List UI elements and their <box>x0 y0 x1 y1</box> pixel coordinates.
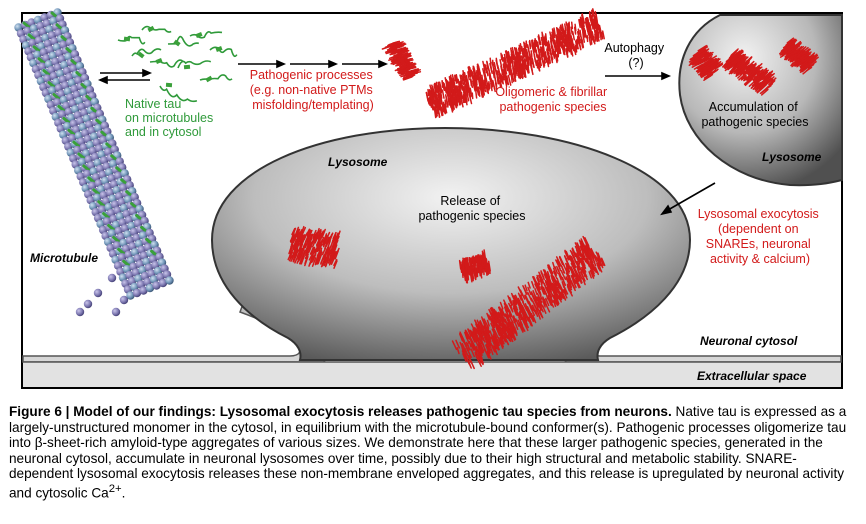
tau-aggregate <box>688 44 724 81</box>
tau-aggregate <box>779 37 819 75</box>
microtubule <box>14 8 174 300</box>
tau-aggregate <box>722 48 777 96</box>
lysosome-large-label: Lysosome <box>328 155 388 169</box>
tau-aggregate <box>381 40 422 81</box>
lysosome-large <box>210 126 692 361</box>
extracellular-space-label: Extracellular space <box>697 369 807 383</box>
tau-monomer <box>177 60 212 69</box>
exocytosis-arrow <box>667 182 716 211</box>
tau-domain <box>183 64 191 70</box>
figure-diagram: Native tau on microtubules and in cytoso… <box>14 8 843 389</box>
arrowhead <box>661 71 672 81</box>
tau-domain <box>123 36 131 42</box>
tubulin-bead <box>158 278 168 288</box>
tau-aggregate <box>451 235 606 370</box>
tau-domain <box>205 75 213 83</box>
tau-domain <box>215 46 223 52</box>
tau-monomer <box>209 46 238 58</box>
oligomeric-label: Oligomeric & fibrillar pathogenic specie… <box>495 85 610 114</box>
arrowhead <box>276 59 287 69</box>
tau-monomer <box>167 35 199 47</box>
tau-domain <box>147 25 155 33</box>
arrowhead <box>378 59 389 69</box>
accumulation-label: Accumulation of pathogenic species <box>701 100 808 129</box>
free-tubulin <box>75 273 129 317</box>
arrowhead <box>142 68 153 78</box>
tau-aggregates <box>287 8 819 370</box>
tau-monomer <box>189 31 223 39</box>
tubulin-bead <box>83 299 93 309</box>
tau-monomer <box>117 35 146 45</box>
arrows <box>97 59 716 216</box>
extracellular-band <box>23 362 841 387</box>
figure-caption: Figure 6 | Model of our findings: Lysoso… <box>9 404 859 501</box>
autophagy-label: Autophagy (?) <box>604 41 667 70</box>
tubulin-bead <box>93 288 103 298</box>
tubulin-bead <box>126 291 135 300</box>
neuronal-cytosol-label: Neuronal cytosol <box>700 334 798 348</box>
tubulin-bead <box>145 283 155 293</box>
tau-monomer <box>141 25 172 33</box>
caption-superscript: 2+ <box>108 482 122 495</box>
pathogenic-processes-label: Pathogenic processes (e.g. non-native PT… <box>250 68 376 112</box>
arrowhead <box>97 75 108 85</box>
native-tau-label: Native tau on microtubules and in cytoso… <box>125 97 217 139</box>
tau-domain <box>137 51 145 59</box>
tau-aggregate <box>425 8 605 119</box>
tubulin-bead <box>119 295 129 305</box>
arrowhead <box>328 59 339 69</box>
tubulin-bead <box>107 273 117 283</box>
tau-domain <box>195 32 203 38</box>
native-tau-monomers <box>117 25 238 103</box>
exocytosis-label: Lysosomal exocytosis (dependent on SNARE… <box>698 207 823 266</box>
microtubule-label: Microtubule <box>30 251 98 265</box>
tubulin-bead <box>75 307 85 317</box>
tau-domain <box>155 58 163 64</box>
lysosome-small-label: Lysosome <box>762 150 822 164</box>
tubulin-bead <box>111 307 121 317</box>
caption-end: . <box>121 485 126 501</box>
tau-monomer <box>159 85 198 103</box>
tau-monomer <box>131 48 162 57</box>
arrowhead <box>660 204 673 216</box>
tau-domain <box>165 82 173 88</box>
tau-aggregate <box>458 249 491 284</box>
tau-aggregate <box>287 225 341 269</box>
tubulin-bead <box>165 276 174 285</box>
tubulin-bead <box>152 281 161 290</box>
tau-domain <box>173 39 181 47</box>
caption-body: Native tau is expressed as a largely-uns… <box>9 404 847 501</box>
release-label: Release of pathogenic species <box>418 194 525 223</box>
caption-title: Figure 6 | Model of our findings: Lysoso… <box>9 404 672 419</box>
tubulin-bead <box>132 288 142 298</box>
tubulin-bead <box>139 286 148 295</box>
